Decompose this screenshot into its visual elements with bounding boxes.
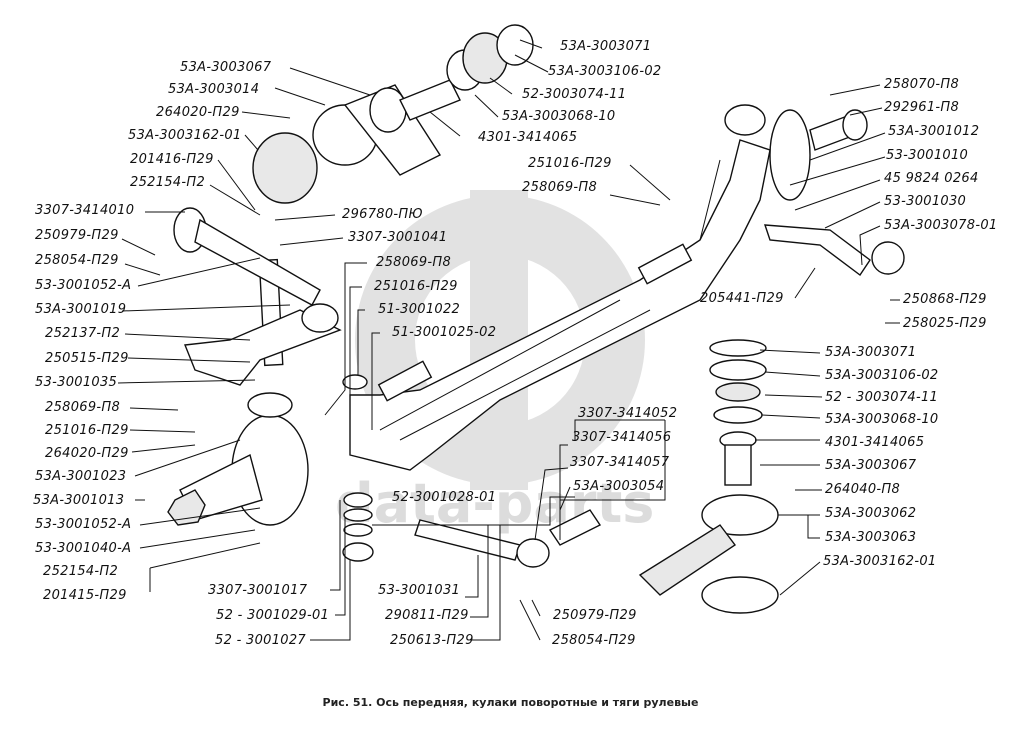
part-label: 53А-3003071 <box>560 39 652 54</box>
part-label: 53А-3003068-10 <box>825 412 939 427</box>
part-label: 201415-П29 <box>43 588 127 603</box>
part-label: 250515-П29 <box>45 351 129 366</box>
part-label: 264020-П29 <box>45 446 129 461</box>
part-label: 53А-3003054 <box>573 479 665 494</box>
part-label: 53А-3003062 <box>825 506 917 521</box>
left-tie-rod-end <box>173 207 339 333</box>
part-label: 53А-3001023 <box>35 469 127 484</box>
part-label: 53А-3003067 <box>180 60 272 75</box>
part-label: 250979-П29 <box>35 228 119 243</box>
part-label: 3307-3414010 <box>35 203 135 218</box>
part-label: 258054-П29 <box>35 253 119 268</box>
part-label: 258070-П8 <box>884 77 960 92</box>
left-steering-knuckle <box>167 392 309 526</box>
part-label: 201416-П29 <box>130 152 214 167</box>
part-label: 258069-П8 <box>522 180 598 195</box>
part-label: 3307-3414057 <box>570 455 670 470</box>
right-steering-knuckle <box>724 104 868 201</box>
part-label: 53-3001030 <box>884 194 967 209</box>
tie-rod <box>414 509 602 568</box>
part-label: 258025-П29 <box>903 316 987 331</box>
part-label: 292961-П8 <box>884 100 960 115</box>
part-label: 53А-3003014 <box>168 82 260 97</box>
part-label: 252137-П2 <box>45 326 121 341</box>
part-label: 53А-3001012 <box>888 124 980 139</box>
part-label: 264040-П8 <box>825 482 901 497</box>
part-label: 53А-3003068-10 <box>502 109 616 124</box>
part-label: 51-3001022 <box>378 302 461 317</box>
part-label: 53-3001040-А <box>35 541 132 556</box>
part-label: 258054-П29 <box>552 633 636 648</box>
part-label: 53А-3003106-02 <box>548 64 662 79</box>
part-label: 250613-П29 <box>390 633 474 648</box>
part-label: 53А-3003162-01 <box>823 554 937 569</box>
part-label: 52-3003074-11 <box>522 87 627 102</box>
part-label: 52-3001028-01 <box>392 490 497 505</box>
part-label: 53А-3003078-01 <box>884 218 998 233</box>
part-label: 4301-3414065 <box>478 130 578 145</box>
part-label: 53-3001035 <box>35 375 118 390</box>
part-label: 205441-П29 <box>700 291 784 306</box>
top-rod-end <box>252 24 534 204</box>
part-label: 51-3001025-02 <box>392 325 497 340</box>
bearing-stack <box>342 492 374 562</box>
part-label: 252154-П2 <box>130 175 206 190</box>
part-label: 290811-П29 <box>385 608 469 623</box>
part-label: 52 - 3003074-11 <box>825 390 939 405</box>
part-label: 53-3001052-А <box>35 278 132 293</box>
part-label: 3307-3001041 <box>348 230 448 245</box>
part-label: 52 - 3001027 <box>215 633 306 648</box>
right-steering-arm <box>764 224 871 277</box>
part-label: 251016-П29 <box>45 423 129 438</box>
part-label: 258069-П8 <box>45 400 121 415</box>
part-label: 264020-П29 <box>156 105 240 120</box>
part-label: 53А-3003071 <box>825 345 917 360</box>
part-label: 53-3001052-А <box>35 517 132 532</box>
part-label: 4301-3414065 <box>825 435 925 450</box>
part-label: 53А-3001019 <box>35 302 127 317</box>
front-axle-beam <box>349 139 771 471</box>
figure-caption: Рис. 51. Ось передняя, кулаки поворотные… <box>322 696 699 709</box>
part-label: 251016-П29 <box>528 156 612 171</box>
part-label: 53А-3003063 <box>825 530 917 545</box>
part-label: 3307-3414056 <box>572 430 672 445</box>
left-steering-arm <box>184 309 342 386</box>
part-label: 3307-3001017 <box>208 583 308 598</box>
part-label: 296780-ПЮ <box>342 207 423 222</box>
part-label: 258069-П8 <box>376 255 452 270</box>
part-label: 45 9824 0264 <box>884 171 979 186</box>
part-label: 251016-П29 <box>374 279 458 294</box>
washer <box>342 374 368 390</box>
part-label: 250979-П29 <box>553 608 637 623</box>
part-label: 53А-3001013 <box>33 493 125 508</box>
part-label: 53-3001010 <box>886 148 969 163</box>
part-label: 3307-3414052 <box>578 406 678 421</box>
right-rod-end <box>638 339 779 614</box>
part-label: 53А-3003067 <box>825 458 917 473</box>
part-label: 250868-П29 <box>903 292 987 307</box>
part-label: 53-3001031 <box>378 583 461 598</box>
part-label: 53А-3003162-01 <box>128 128 242 143</box>
part-label: 252154-П2 <box>43 564 119 579</box>
part-label: 52 - 3001029-01 <box>216 608 330 623</box>
part-label: 53А-3003106-02 <box>825 368 939 383</box>
